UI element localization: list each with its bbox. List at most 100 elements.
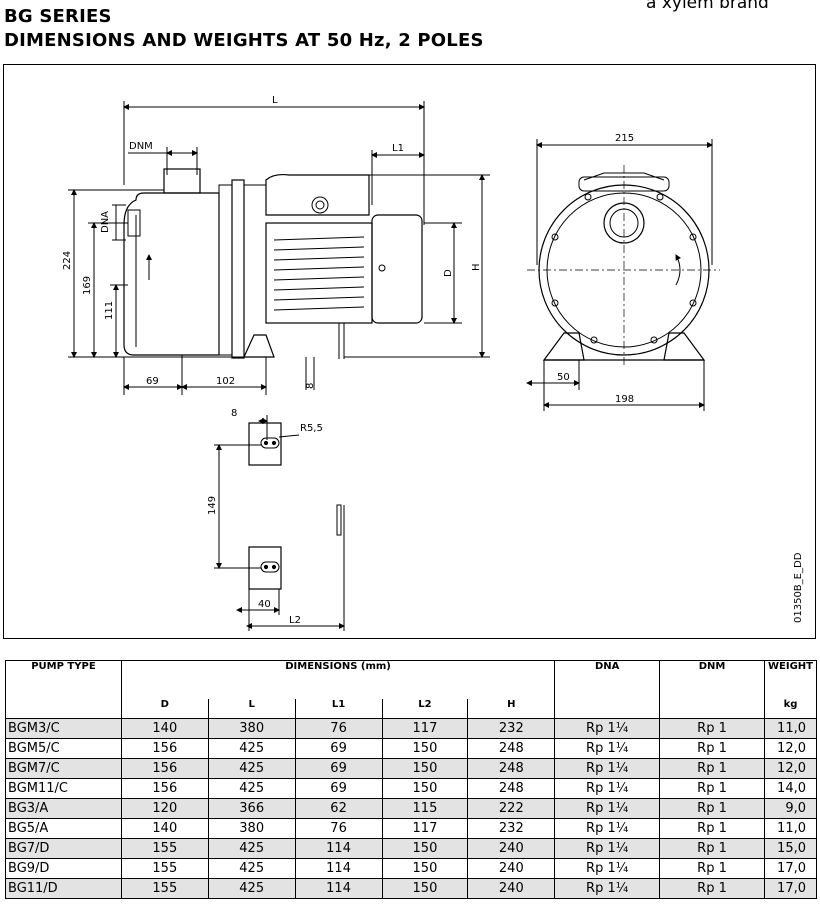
cell-l: 380 bbox=[207, 718, 296, 739]
cell-l1: 114 bbox=[294, 838, 383, 859]
cell-l2: 150 bbox=[381, 838, 469, 859]
header-dimensions: DIMENSIONS (mm) bbox=[120, 660, 556, 699]
cell-l1: 69 bbox=[294, 758, 383, 779]
cell-d: 156 bbox=[120, 778, 209, 799]
label-H: H bbox=[471, 263, 482, 271]
cell-dnm: Rp 1 bbox=[659, 878, 765, 899]
cell-l: 425 bbox=[207, 878, 296, 899]
cell-dnm: Rp 1 bbox=[659, 818, 765, 839]
cell-h: 240 bbox=[467, 838, 556, 859]
label-R55: R5,5 bbox=[300, 423, 323, 434]
cell-w: 17,0 bbox=[763, 878, 818, 899]
cell-l2: 117 bbox=[381, 818, 469, 839]
cell-dnm: Rp 1 bbox=[659, 858, 765, 879]
series-title: BG SERIES bbox=[4, 6, 112, 27]
header-col-D: D bbox=[120, 699, 209, 719]
cell-d: 156 bbox=[120, 738, 209, 759]
cell-dnm: Rp 1 bbox=[659, 738, 765, 759]
cell-type: BGM5/C bbox=[5, 738, 122, 759]
cell-dnm: Rp 1 bbox=[659, 838, 765, 859]
pump-casing bbox=[123, 192, 220, 356]
cell-w: 9,0 bbox=[763, 798, 818, 819]
cell-dnm: Rp 1 bbox=[659, 718, 765, 739]
page-title: DIMENSIONS AND WEIGHTS AT 50 Hz, 2 POLES bbox=[4, 30, 484, 51]
label-DNM: DNM bbox=[129, 141, 153, 152]
label-224: 224 bbox=[62, 251, 73, 270]
cell-dna: Rp 1¼ bbox=[554, 838, 661, 859]
cell-h: 222 bbox=[467, 798, 556, 819]
cell-h: 240 bbox=[467, 878, 556, 899]
cell-d: 140 bbox=[120, 718, 209, 739]
label-8: 8 bbox=[305, 383, 316, 389]
cell-l2: 150 bbox=[381, 858, 469, 879]
cell-d: 155 bbox=[120, 838, 209, 859]
brand-tagline: a xylem brand bbox=[646, 0, 769, 13]
label-215: 215 bbox=[615, 133, 634, 144]
header-spacer bbox=[554, 699, 661, 719]
cell-w: 12,0 bbox=[763, 738, 818, 759]
discharge-port bbox=[163, 168, 201, 194]
cell-type: BGM3/C bbox=[5, 718, 122, 739]
cell-dnm: Rp 1 bbox=[659, 798, 765, 819]
cell-type: BGM11/C bbox=[5, 778, 122, 799]
cell-type: BG7/D bbox=[5, 838, 122, 859]
cell-w: 12,0 bbox=[763, 758, 818, 779]
cell-dnm: Rp 1 bbox=[659, 758, 765, 779]
label-L: L bbox=[272, 95, 278, 106]
label-D: D bbox=[443, 269, 454, 277]
cell-l2: 117 bbox=[381, 718, 469, 739]
cell-l1: 114 bbox=[294, 858, 383, 879]
header-col-L1: L1 bbox=[294, 699, 383, 719]
label-111: 111 bbox=[104, 301, 115, 320]
header-spacer bbox=[5, 699, 122, 719]
label-L1: L1 bbox=[392, 143, 404, 154]
label-149: 149 bbox=[207, 496, 218, 515]
header-weight: WEIGHT bbox=[763, 660, 818, 699]
label-102: 102 bbox=[216, 376, 235, 387]
cell-dna: Rp 1¼ bbox=[554, 858, 661, 879]
cell-w: 14,0 bbox=[763, 778, 818, 799]
cell-l1: 76 bbox=[294, 818, 383, 839]
cell-type: BGM7/C bbox=[5, 758, 122, 779]
cell-type: BG3/A bbox=[5, 798, 122, 819]
cell-h: 240 bbox=[467, 858, 556, 879]
cell-d: 155 bbox=[120, 878, 209, 899]
cell-type: BG9/D bbox=[5, 858, 122, 879]
label-169: 169 bbox=[82, 276, 93, 295]
cell-l1: 69 bbox=[294, 738, 383, 759]
cell-l2: 150 bbox=[381, 778, 469, 799]
header-col-L2: L2 bbox=[381, 699, 469, 719]
header-col-H: H bbox=[467, 699, 556, 719]
label-L2: L2 bbox=[289, 615, 301, 626]
cell-dna: Rp 1¼ bbox=[554, 718, 661, 739]
cell-h: 248 bbox=[467, 758, 556, 779]
label-8b: 8 bbox=[231, 408, 237, 419]
label-40: 40 bbox=[258, 599, 271, 610]
cell-h: 248 bbox=[467, 738, 556, 759]
label-DNA: DNA bbox=[100, 211, 111, 233]
label-69: 69 bbox=[146, 376, 159, 387]
header-pump-type: PUMP TYPE bbox=[5, 660, 122, 699]
cell-l2: 150 bbox=[381, 758, 469, 779]
cell-l: 425 bbox=[207, 778, 296, 799]
cell-d: 140 bbox=[120, 818, 209, 839]
cell-dnm: Rp 1 bbox=[659, 778, 765, 799]
cell-w: 11,0 bbox=[763, 718, 818, 739]
cell-h: 232 bbox=[467, 818, 556, 839]
cell-l: 425 bbox=[207, 858, 296, 879]
header-kg: kg bbox=[763, 699, 818, 719]
cell-l1: 69 bbox=[294, 778, 383, 799]
terminal-box bbox=[265, 173, 370, 216]
dimensions-table: PUMP TYPE DIMENSIONS (mm) DNA DNM WEIGHT… bbox=[5, 660, 818, 899]
cell-l1: 76 bbox=[294, 718, 383, 739]
cell-l1: 114 bbox=[294, 878, 383, 899]
cell-d: 156 bbox=[120, 758, 209, 779]
